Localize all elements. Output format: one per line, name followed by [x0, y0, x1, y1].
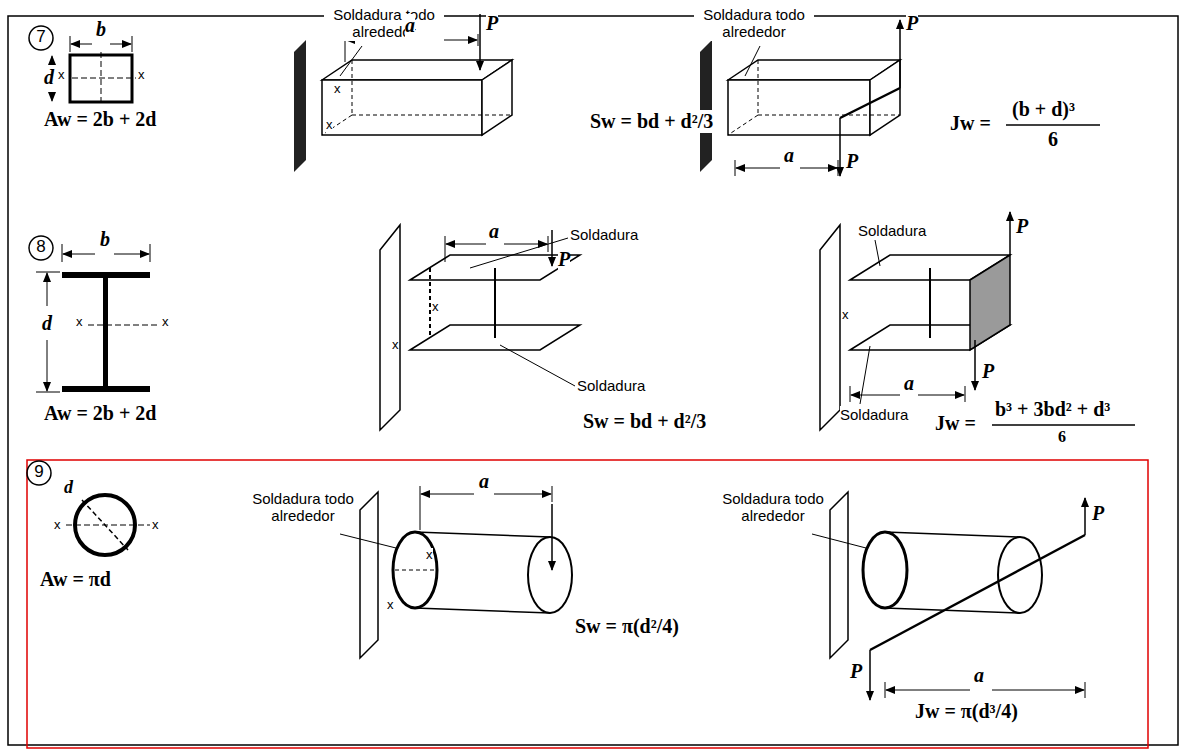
weld-note: Soldadura — [577, 377, 645, 394]
formula: (b + d)³ — [1012, 98, 1075, 121]
axis-label: x — [58, 68, 65, 83]
dimension-label: b — [100, 228, 110, 251]
load-label: P — [846, 150, 858, 173]
dimension-label: b — [96, 18, 106, 41]
formula: 6 — [1058, 428, 1066, 446]
load-label: P — [1016, 215, 1028, 238]
load-label: P — [982, 360, 994, 383]
axis-label: x — [392, 338, 399, 353]
formula: Sw = π(d²/4) — [575, 615, 679, 638]
axis-label: x — [138, 68, 145, 83]
dimension-label: d — [64, 477, 73, 498]
load-label: P — [1092, 502, 1104, 525]
highlight-frame — [27, 460, 1148, 748]
formula: b³ + 3bd² + d³ — [995, 398, 1110, 421]
dimension-label: a — [784, 144, 794, 167]
axis-label: x — [326, 118, 333, 133]
weld-note: Soldadura todo alrededor — [324, 6, 444, 41]
weld-note: Soldadura todo alrededor — [248, 490, 358, 525]
formula: Aw = 2b + 2d — [44, 108, 156, 131]
dimension-label: d — [44, 66, 54, 89]
callout-number: 8 — [29, 237, 53, 257]
load-label: P — [906, 12, 918, 35]
axis-label: x — [162, 315, 169, 330]
dimension-label: a — [479, 470, 489, 493]
dimension-label: a — [904, 372, 914, 395]
callout-number: 7 — [29, 27, 53, 47]
dimension-label: a — [974, 664, 984, 687]
axis-label: x — [432, 300, 439, 315]
axis-label: x — [76, 315, 83, 330]
dimension-label: a — [489, 220, 499, 243]
formula: Sw = bd + d²/3 — [583, 410, 706, 433]
weld-note: Soldadura — [840, 406, 908, 423]
formula: Aw = πd — [40, 568, 111, 591]
formula: Sw = bd + d²/3 — [590, 110, 713, 133]
axis-label: x — [54, 518, 61, 533]
weld-note: Soldadura todo alrededor — [694, 6, 814, 41]
load-label: P — [850, 660, 862, 683]
axis-label: x — [387, 598, 394, 613]
formula: 6 — [1048, 128, 1058, 151]
formula: Jw = π(d³/4) — [915, 700, 1018, 723]
formula: Aw = 2b + 2d — [44, 402, 156, 425]
callout-number: 9 — [27, 462, 51, 482]
formula: Jw = — [950, 112, 991, 135]
weld-note: Soldadura todo alrededor — [720, 490, 826, 525]
axis-label: x — [842, 308, 849, 323]
formula: Jw = — [935, 412, 976, 435]
axis-label: x — [152, 518, 159, 533]
weld-note: Soldadura — [570, 226, 638, 243]
axis-label: x — [426, 548, 433, 563]
weld-note: Soldadura — [858, 222, 926, 239]
axis-label: x — [334, 82, 341, 97]
load-label: P — [486, 12, 498, 35]
load-label: P — [558, 248, 570, 271]
dimension-label: d — [42, 312, 52, 335]
dimension-label: a — [405, 14, 415, 37]
outer-frame — [8, 16, 1178, 745]
